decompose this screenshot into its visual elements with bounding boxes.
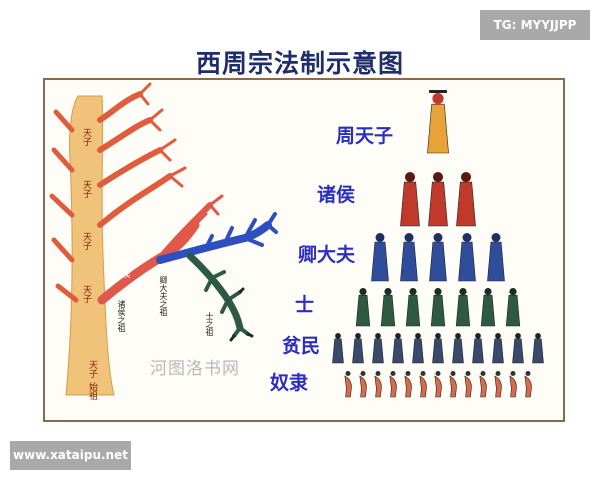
figure-level-6-5 — [404, 371, 412, 398]
diagram-frame — [43, 78, 565, 422]
page-title: 西周宗法制示意图 — [195, 49, 404, 78]
figure-level-5-9 — [492, 333, 504, 364]
figure-level-5-7 — [452, 333, 464, 364]
figure-level-2-2 — [428, 172, 448, 227]
figure-level-5-3 — [372, 333, 384, 364]
figure-level-6-12 — [509, 371, 517, 398]
figure-level-6-10 — [479, 371, 487, 398]
branch-label-qingdafu-ancestor: 卿大夫之祖 — [159, 276, 168, 316]
rank-label-pinmin: 贫民 — [282, 335, 321, 357]
figure-level-6-11 — [494, 371, 502, 398]
watermark-top-right: TG: MYYJJPP — [480, 10, 590, 40]
figure-level-5-11 — [532, 333, 544, 364]
figure-level-6-7 — [434, 371, 442, 398]
red-upper-twigs — [193, 194, 224, 227]
figure-level-5-10 — [512, 333, 524, 364]
rank-label-zhuhou: 诸侯 — [317, 184, 356, 206]
red-twigs — [138, 82, 187, 188]
figure-level-5-6 — [432, 333, 444, 364]
rank-label-qingdafu: 卿大夫 — [298, 244, 356, 266]
tree-trunk — [65, 95, 115, 396]
figure-level-4-5 — [455, 288, 471, 327]
red-upper-branch — [157, 202, 213, 261]
watermark-bottom-left: www.xataipu.net — [10, 441, 131, 470]
blue-twigs — [203, 212, 278, 252]
trunk-label-1: 天子 — [81, 128, 91, 146]
rank-label-zhoutianzi: 周天子 — [336, 125, 394, 147]
figure-level-3-5 — [487, 233, 505, 282]
figure-level-2-3 — [456, 172, 476, 227]
figure-level-4-1 — [355, 288, 371, 327]
figure-level-3-1 — [371, 233, 389, 282]
figure-level-5-4 — [392, 333, 404, 364]
figure-level-5-8 — [472, 333, 484, 364]
rank-label-shi: 士 — [295, 294, 315, 316]
trunk-label-2: 天子 — [81, 180, 91, 198]
green-twigs — [204, 270, 250, 338]
trunk-label-4: 天子 — [81, 285, 91, 303]
figure-level-5-5 — [412, 333, 424, 364]
trunk-label-3: 天子 — [81, 232, 91, 250]
red-branch-1 — [49, 109, 79, 303]
figure-level-3-2 — [400, 233, 418, 282]
green-leaf-tips — [229, 287, 254, 342]
figure-level-4-3 — [405, 288, 421, 327]
figure-level-6-3 — [374, 371, 382, 398]
figure-level-3-3 — [429, 233, 447, 282]
branch-label-shi-ancestor: 士之祖 — [205, 312, 214, 336]
figure-level-1-1 — [427, 90, 449, 154]
figure-level-6-2 — [359, 371, 367, 398]
trunk-label-5: 天子 — [87, 360, 97, 378]
branch-label-zhuhou-ancestor: 诸侯之祖 — [117, 300, 126, 332]
figure-level-5-1 — [332, 333, 344, 364]
figure-level-4-4 — [430, 288, 446, 327]
brand-watermark: 河图洛书网 — [150, 359, 240, 379]
figure-level-6-13 — [524, 371, 532, 398]
figure-level-2-1 — [400, 172, 420, 227]
figure-level-4-6 — [480, 288, 496, 327]
figure-level-6-6 — [419, 371, 427, 398]
figure-level-6-4 — [389, 371, 397, 398]
figure-level-4-2 — [380, 288, 396, 327]
figure-level-5-2 — [352, 333, 364, 364]
figure-level-3-4 — [458, 233, 476, 282]
figure-level-6-1 — [344, 371, 352, 398]
figure-level-4-7 — [505, 288, 521, 327]
figure-level-6-8 — [449, 371, 457, 398]
root-label: 始祖 — [87, 382, 97, 400]
rank-label-nuli: 奴隶 — [270, 372, 309, 394]
red-branch-2 — [97, 91, 173, 228]
figure-level-6-9 — [464, 371, 472, 398]
branch-label-zhuhou: 诸侯 — [122, 262, 131, 278]
